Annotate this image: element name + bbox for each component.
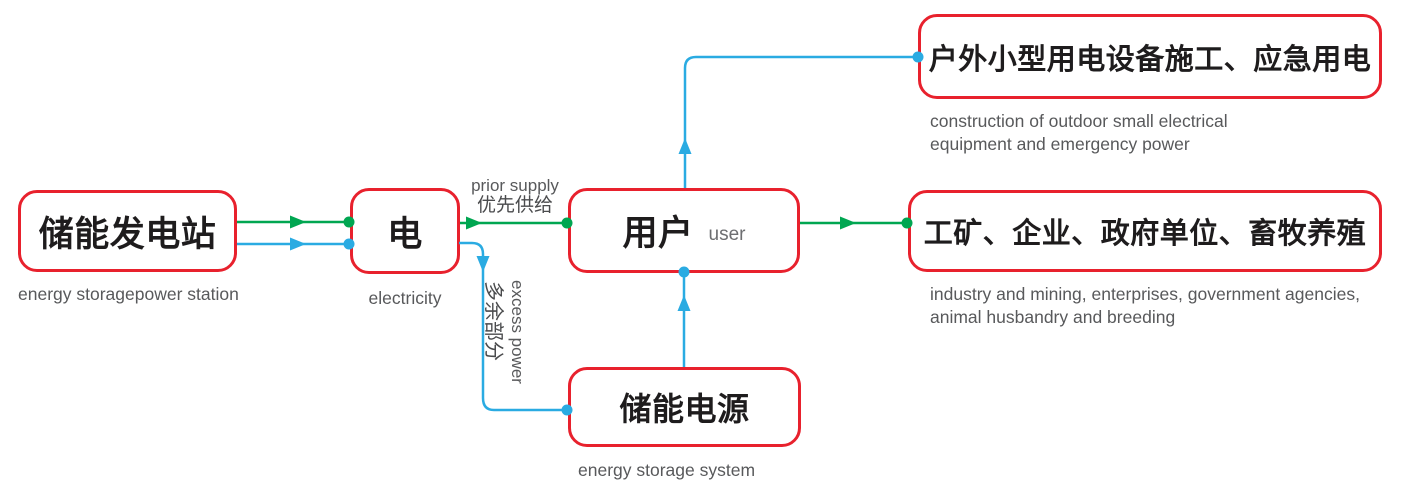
node-industry-users: 工矿、企业、政府单位、畜牧养殖 bbox=[908, 190, 1382, 272]
arrowhead-station-electricity-green bbox=[290, 215, 306, 229]
node-outdoor-label: 户外小型用电设备施工、应急用电 bbox=[928, 43, 1372, 76]
node-outdoor-equipment: 户外小型用电设备施工、应急用电 bbox=[918, 14, 1382, 99]
node-user-sublabel: user bbox=[708, 223, 746, 245]
edge-user-to-outdoor bbox=[683, 55, 917, 188]
caption-outdoor-line1: construction of outdoor small electrical bbox=[930, 111, 1228, 131]
arrowhead-user-outdoor bbox=[678, 138, 692, 154]
caption-outdoor: construction of outdoor small electrical… bbox=[930, 110, 1228, 156]
node-electricity-label: 电 bbox=[387, 214, 423, 254]
arrowhead-electricity-user bbox=[466, 216, 482, 230]
caption-industry-line1: industry and mining, enterprises, govern… bbox=[930, 284, 1360, 304]
node-industry-label: 工矿、企业、政府单位、畜牧养殖 bbox=[923, 218, 1367, 250]
caption-outdoor-line2: equipment and emergency power bbox=[930, 134, 1190, 154]
node-electricity: 电 bbox=[350, 188, 460, 274]
arrowhead-station-electricity-blue bbox=[290, 237, 306, 251]
caption-electricity: electricity bbox=[368, 288, 442, 308]
edge-label-prior-supply-zh: 优先供给 bbox=[476, 195, 553, 216]
node-storage-label: 储能电源 bbox=[619, 391, 750, 427]
node-user: 用户 user bbox=[568, 188, 800, 273]
caption-storage: energy storage system bbox=[578, 460, 756, 480]
edge-label-prior-supply: prior supply 优先供给 bbox=[440, 176, 590, 217]
node-energy-storage-power-station: 储能发电站 bbox=[18, 190, 237, 272]
arrowhead-storage-user bbox=[677, 295, 691, 311]
edge-label-excess-power-en: excess power bbox=[508, 280, 527, 384]
node-energy-storage-system: 储能电源 bbox=[568, 367, 801, 447]
node-user-label: 用户 bbox=[622, 214, 694, 253]
node-station-label: 储能发电站 bbox=[38, 214, 217, 254]
arrowhead-user-industry bbox=[840, 216, 856, 230]
arrowhead-electricity-storage bbox=[476, 256, 490, 272]
caption-industry-line2: animal husbandry and breeding bbox=[930, 307, 1176, 327]
caption-station: energy storagepower station bbox=[18, 284, 239, 304]
edge-label-prior-supply-en: prior supply bbox=[471, 176, 559, 195]
caption-industry: industry and mining, enterprises, govern… bbox=[930, 283, 1360, 329]
